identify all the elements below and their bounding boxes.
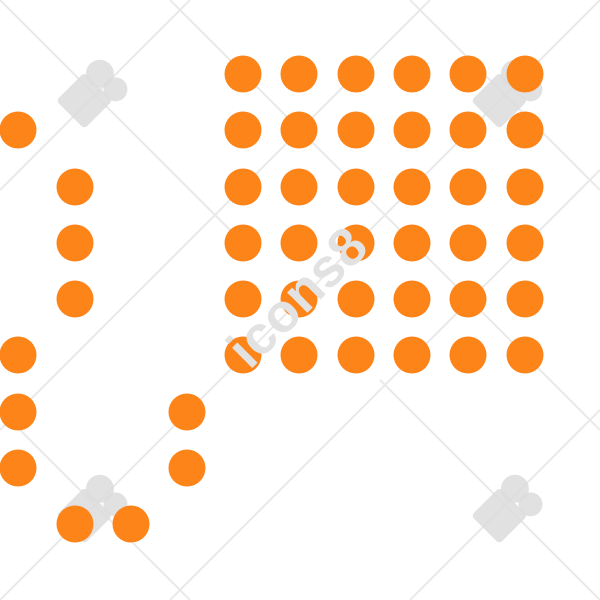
dot bbox=[224, 280, 262, 318]
dot bbox=[506, 55, 544, 93]
dot bbox=[280, 55, 318, 93]
dot bbox=[337, 111, 375, 149]
dot bbox=[280, 168, 318, 206]
dot bbox=[224, 224, 262, 262]
dot bbox=[280, 336, 318, 374]
dot bbox=[449, 55, 487, 93]
dot bbox=[337, 55, 375, 93]
dot bbox=[280, 111, 318, 149]
dot bbox=[168, 393, 206, 431]
dot bbox=[56, 280, 94, 318]
dot bbox=[56, 505, 94, 543]
dot bbox=[449, 280, 487, 318]
dot bbox=[449, 224, 487, 262]
dot bbox=[56, 224, 94, 262]
dot bbox=[337, 224, 375, 262]
dot bbox=[393, 280, 431, 318]
dot bbox=[337, 336, 375, 374]
dot bbox=[393, 168, 431, 206]
dot bbox=[449, 336, 487, 374]
dot bbox=[506, 224, 544, 262]
dot bbox=[168, 449, 206, 487]
dot bbox=[449, 168, 487, 206]
dot bbox=[506, 336, 544, 374]
dot-matrix-pattern-icon bbox=[0, 55, 544, 543]
dot bbox=[393, 336, 431, 374]
dot bbox=[337, 168, 375, 206]
dot bbox=[0, 449, 37, 487]
dot bbox=[0, 336, 37, 374]
dot bbox=[224, 168, 262, 206]
dot bbox=[337, 280, 375, 318]
watermark-logo-top-left bbox=[57, 59, 128, 128]
dot bbox=[224, 55, 262, 93]
dot bbox=[280, 280, 318, 318]
dot bbox=[0, 111, 37, 149]
dot bbox=[393, 111, 431, 149]
dot bbox=[506, 111, 544, 149]
watermark-logo-bottom-right bbox=[472, 474, 543, 543]
dot bbox=[506, 280, 544, 318]
dot bbox=[112, 505, 150, 543]
dot bbox=[280, 224, 318, 262]
dot bbox=[224, 336, 262, 374]
dot bbox=[56, 168, 94, 206]
dot bbox=[224, 111, 262, 149]
dot bbox=[393, 55, 431, 93]
dot bbox=[449, 111, 487, 149]
dot bbox=[0, 393, 37, 431]
dot bbox=[393, 224, 431, 262]
dot bbox=[506, 168, 544, 206]
